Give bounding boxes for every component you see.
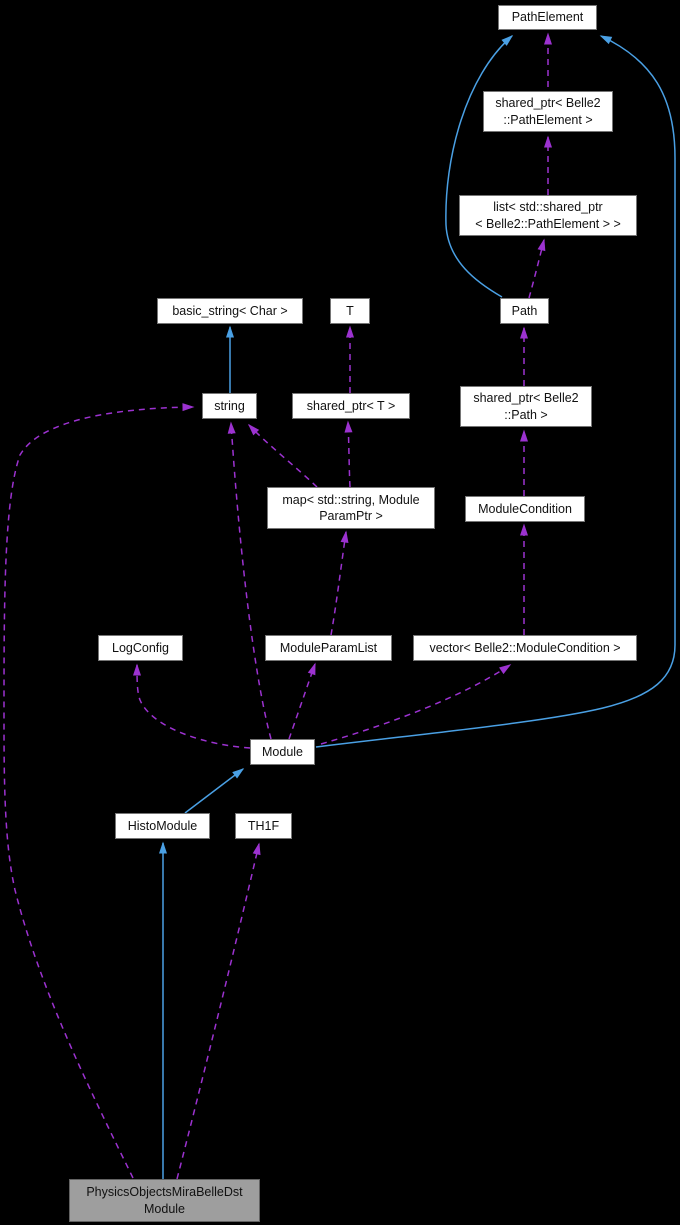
node-label: < Belle2::PathElement > > xyxy=(475,216,621,231)
node-label: shared_ptr< Belle2 xyxy=(473,391,579,406)
node-label: Module xyxy=(262,744,303,759)
node-t[interactable]: T xyxy=(330,298,370,324)
node-label: shared_ptr< Belle2 xyxy=(495,96,601,111)
edge-module-to-pathelement xyxy=(315,35,676,748)
node-label: ::PathElement > xyxy=(503,112,593,127)
node-label: string xyxy=(214,398,245,413)
node-histomodule[interactable]: HistoModule xyxy=(115,813,210,839)
edge-path-to-pathelement xyxy=(445,35,514,298)
node-label: Path xyxy=(511,303,538,318)
node-pathelement[interactable]: PathElement xyxy=(498,5,597,30)
edge-map-to-string xyxy=(247,423,318,488)
edge-moduleparamlist-to-map xyxy=(330,530,349,636)
node-path[interactable]: Path xyxy=(500,298,549,324)
node-label: ::Path > xyxy=(504,407,548,422)
node-shared-ptr-t[interactable]: shared_ptr< T > xyxy=(292,393,410,419)
node-label: TH1F xyxy=(247,818,280,833)
node-label: ModuleParamList xyxy=(279,640,378,655)
node-logconfig[interactable]: LogConfig xyxy=(98,635,183,661)
edge-map-to-sp-t xyxy=(344,420,353,488)
node-label: basic_string< Char > xyxy=(172,303,288,318)
node-module[interactable]: Module xyxy=(250,739,315,765)
node-label: LogConfig xyxy=(112,640,169,655)
edge-physicsobjects-to-string xyxy=(3,403,195,1179)
node-label: list< std::shared_ptr xyxy=(493,200,603,215)
node-shared-ptr-belle2-path[interactable]: shared_ptr< Belle2 ::Path > xyxy=(460,386,592,427)
node-label: map< std::string, Module xyxy=(282,492,420,507)
edge-path-to-list xyxy=(528,238,546,299)
node-label: ParamPtr > xyxy=(319,509,383,523)
node-label: PhysicsObjectsMiraBelleDst xyxy=(86,1185,243,1200)
node-vector-belle2-modulecondition[interactable]: vector< Belle2::ModuleCondition > xyxy=(413,635,637,661)
node-shared-ptr-belle2-pathelement[interactable]: shared_ptr< Belle2 ::PathElement > xyxy=(483,91,613,132)
node-basic-string-char[interactable]: basic_string< Char > xyxy=(157,298,303,324)
node-th1f[interactable]: TH1F xyxy=(235,813,292,839)
node-label: PathElement xyxy=(511,10,584,25)
edge-module-to-string xyxy=(227,421,272,740)
edge-physicsobjects-to-th1f xyxy=(176,842,261,1180)
edge-module-to-vector xyxy=(320,664,512,745)
node-label: ModuleCondition xyxy=(478,501,572,516)
node-label: vector< Belle2::ModuleCondition > xyxy=(429,640,621,655)
node-map-string-moduleparamptr[interactable]: map< std::string, Module ParamPtr > xyxy=(267,487,435,529)
edge-module-to-moduleparamlist xyxy=(288,662,316,740)
node-modulecondition[interactable]: ModuleCondition xyxy=(465,496,585,522)
node-label: T xyxy=(346,303,354,318)
node-moduleparamlist[interactable]: ModuleParamList xyxy=(265,635,392,661)
node-string[interactable]: string xyxy=(202,393,257,419)
node-list-shared-ptr-pathelement[interactable]: list< std::shared_ptr < Belle2::PathElem… xyxy=(459,195,637,236)
node-label: shared_ptr< T > xyxy=(306,398,396,413)
node-physicsobjectsmirabelledstmodule-current: PhysicsObjectsMiraBelleDst Module xyxy=(69,1179,260,1222)
node-label: HistoModule xyxy=(127,818,198,833)
edge-histomodule-to-module xyxy=(184,768,245,814)
node-label: Module xyxy=(144,1201,185,1216)
edge-module-to-logconfig xyxy=(133,663,251,749)
